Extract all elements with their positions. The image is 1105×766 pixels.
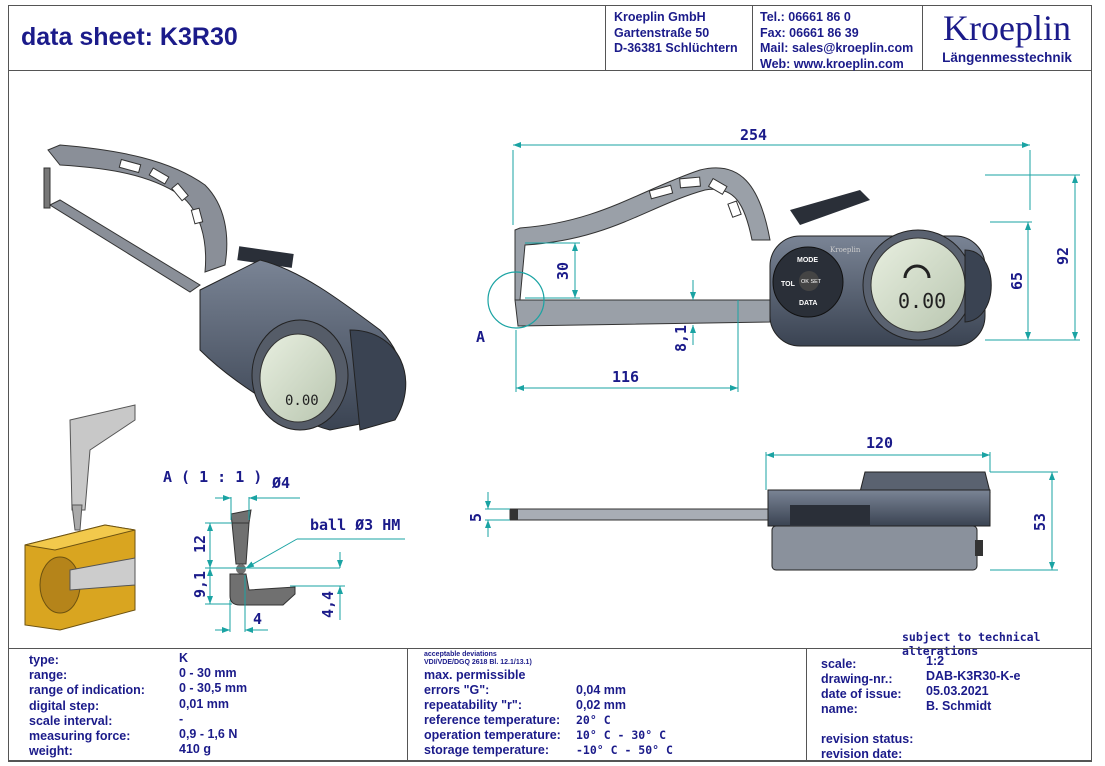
- info-label: revision date:: [821, 747, 903, 761]
- spec-label: digital step:: [29, 698, 100, 713]
- detail-view-a: A ( 1 : 1 ) Ø4 ball Ø3 HM 12 9,1 4,4 4: [163, 468, 405, 633]
- deviations-standard: VDI/VDE/DGQ 2618 Bl. 12.1/13.1): [424, 659, 532, 666]
- specs-table: type: range: range of indication: digita…: [8, 648, 408, 762]
- info-label: drawing-nr.:: [821, 672, 893, 686]
- side-view: 120 5 53: [467, 434, 1058, 571]
- spec-value: 0,9 - 1,6 N: [179, 727, 238, 742]
- spec-value: 0 - 30,5 mm: [179, 681, 248, 696]
- info-label: date of issue:: [821, 687, 902, 701]
- deviations-note: acceptable deviations: [424, 651, 497, 658]
- iso-view-gauge: 0.00: [43, 144, 407, 431]
- dim-116: 116: [612, 368, 639, 386]
- contact-mail[interactable]: Mail: sales@kroeplin.com: [760, 41, 914, 55]
- gauge-brand: Kroeplin: [830, 246, 861, 254]
- company-name: Kroeplin GmbH: [614, 10, 706, 24]
- dim-92: 92: [1054, 247, 1072, 265]
- contact-fax: Fax: 06661 86 39: [760, 25, 859, 40]
- spec-label: measuring force:: [29, 729, 131, 744]
- deviation-label: repeatability "r":: [424, 698, 522, 712]
- spec-label: range of indication:: [29, 683, 145, 698]
- spec-value: 410 g: [179, 742, 211, 757]
- spec-value: 0 - 30 mm: [179, 666, 237, 681]
- dim-4-4: 4,4: [319, 591, 337, 618]
- info-value: DAB-K3R30-K-e: [926, 669, 1021, 683]
- ok-set-label: OK SET: [801, 279, 822, 285]
- spec-value: -: [179, 711, 184, 726]
- info-label: revision status:: [821, 732, 914, 746]
- contact-tel: Tel.: 06661 86 0: [760, 10, 851, 24]
- iso-display-reading: 0.00: [285, 393, 319, 409]
- drawing-info-table: scale: drawing-nr.: date of issue: name:…: [806, 648, 1092, 762]
- info-label: scale:: [821, 657, 857, 671]
- deviation-value: -10° C - 50° C: [576, 743, 673, 757]
- spec-label: weight:: [29, 744, 73, 759]
- tol-button-label: TOL: [781, 281, 796, 288]
- logo-text: Kroeplin: [943, 8, 1071, 48]
- dim-9-1: 9,1: [191, 571, 209, 598]
- detail-title: A ( 1 : 1 ): [163, 468, 262, 486]
- company-city: D-36381 Schlüchtern: [614, 41, 738, 55]
- logo-subtitle: Längenmesstechnik: [942, 50, 1072, 65]
- info-value: B. Schmidt: [926, 699, 992, 713]
- view-marker-a: A: [476, 328, 485, 346]
- spec-label: type:: [29, 653, 59, 667]
- deviation-label: reference temperature:: [424, 713, 561, 727]
- dim-8-1: 8,1: [672, 325, 690, 352]
- data-button-label: DATA: [799, 300, 817, 307]
- page-title: data sheet: K3R30: [8, 5, 606, 71]
- dim-120: 120: [866, 434, 893, 452]
- spec-value: 0,01 mm: [179, 696, 230, 711]
- deviations-table: acceptable deviations VDI/VDE/DGQ 2618 B…: [407, 648, 807, 762]
- contact-web[interactable]: Web: www.kroeplin.com: [760, 56, 904, 71]
- info-label: name:: [821, 702, 858, 716]
- mode-button-label: MODE: [797, 257, 818, 264]
- spec-label: range:: [29, 668, 68, 683]
- dim-30: 30: [554, 262, 572, 280]
- deviation-label: operation temperature:: [424, 728, 561, 742]
- front-display-reading: 0.00: [898, 289, 946, 313]
- deviations-heading: max. permissible: [424, 668, 526, 682]
- dim-53: 53: [1031, 513, 1049, 531]
- dim-12: 12: [191, 535, 209, 553]
- technical-alterations-note: subject to technical alterations: [902, 630, 1041, 658]
- front-view: MODE TOL DATA OK SET Kroeplin 0.00 A 254…: [476, 126, 1080, 392]
- deviation-label: storage temperature:: [424, 743, 550, 757]
- spec-value: K: [179, 651, 189, 665]
- deviation-value: 0,02 mm: [576, 698, 627, 712]
- dim-4: 4: [253, 610, 262, 628]
- company-logo: Kroeplin Längenmesstechnik: [922, 5, 1092, 71]
- dim-5: 5: [467, 513, 485, 522]
- deviation-label: errors "G":: [424, 683, 490, 697]
- dim-254: 254: [740, 126, 767, 144]
- workpiece-illustration: [24, 404, 136, 631]
- company-street: Gartenstraße 50: [614, 25, 710, 40]
- deviation-value: 0,04 mm: [576, 683, 627, 697]
- deviation-value: 10° C - 30° C: [576, 728, 667, 742]
- ball-label: ball Ø3 HM: [310, 516, 400, 534]
- dim-dia4: Ø4: [271, 474, 290, 492]
- deviation-value: 20° C: [576, 713, 611, 727]
- spec-label: scale interval:: [29, 713, 113, 728]
- company-address: Kroeplin GmbH Gartenstraße 50 D-36381 Sc…: [605, 5, 753, 71]
- info-value: 05.03.2021: [926, 684, 989, 698]
- dim-65: 65: [1008, 272, 1026, 290]
- info-value: 1:2: [926, 654, 945, 668]
